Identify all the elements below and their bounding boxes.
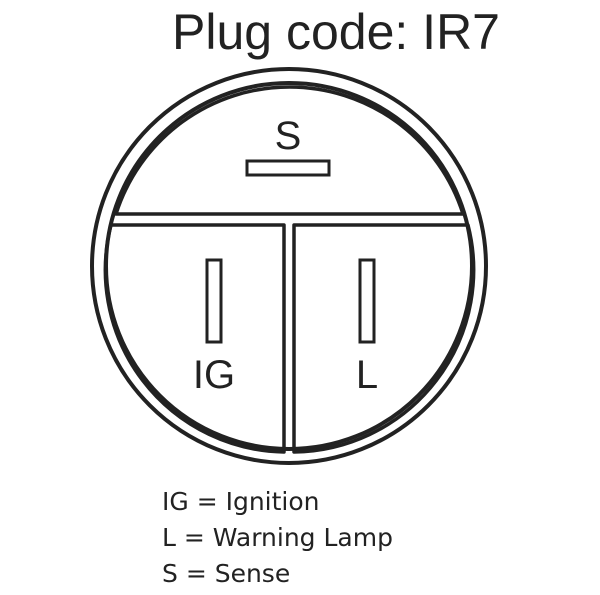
pin-l-terminal [358,258,376,344]
legend-item-ig: IG = Ignition [162,487,320,516]
pin-s-terminal [245,159,331,177]
legend-item-s: S = Sense [162,559,291,588]
pin-s-label: S [275,114,302,158]
legend-item-l: L = Warning Lamp [162,523,393,552]
compartment-ig [103,223,286,454]
pin-l-label: L [356,353,378,397]
compartment-s [114,85,465,216]
plug-housing-outer-ring [90,67,488,465]
pin-legend: IG = Ignition L = Warning Lamp S = Sense [162,484,393,592]
plug-code-title: Plug code: IR7 [172,4,500,60]
pin-ig-terminal [205,258,223,344]
compartment-l [292,223,476,454]
pin-ig-label: IG [193,353,235,397]
